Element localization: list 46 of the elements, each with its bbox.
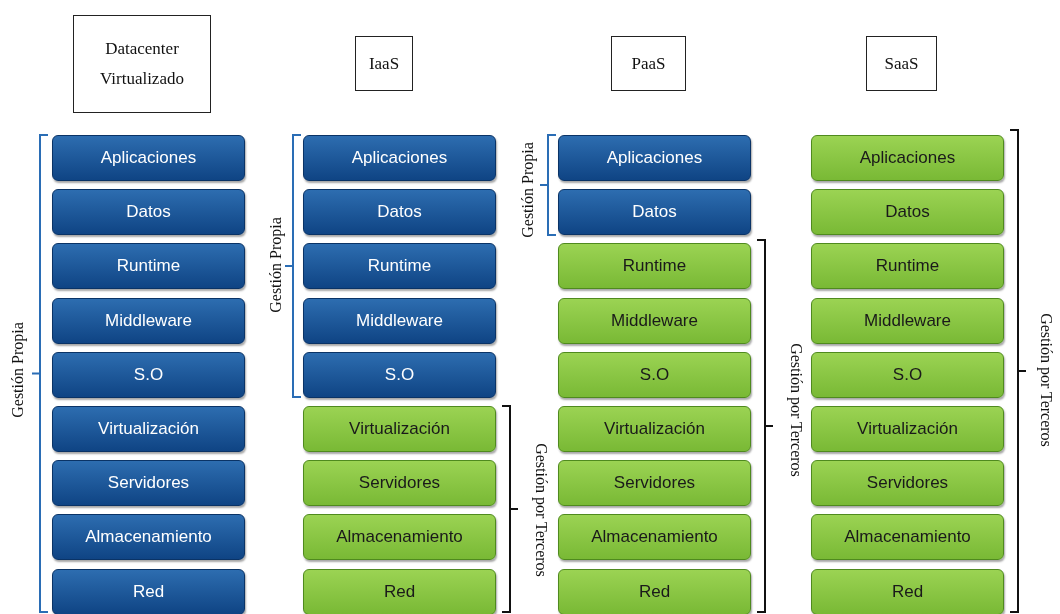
layer-box: Datos xyxy=(558,189,751,235)
header-box: Datacenter Virtualizado xyxy=(73,15,211,113)
layer-box: Red xyxy=(303,569,496,614)
layer-box: Red xyxy=(811,569,1004,614)
layer-box: Virtualización xyxy=(558,406,751,452)
layer-box: Almacenamiento xyxy=(52,514,245,560)
layer-box: Middleware xyxy=(303,298,496,344)
layer-box: Red xyxy=(558,569,751,614)
layer-box: Virtualización xyxy=(52,406,245,452)
side-label: Gestión Propia xyxy=(266,217,285,313)
layer-box: Datos xyxy=(303,189,496,235)
layer-box: Servidores xyxy=(52,460,245,506)
layer-box: Aplicaciones xyxy=(303,135,496,181)
header-box: IaaS xyxy=(355,36,413,91)
layer-box: Aplicaciones xyxy=(52,135,245,181)
side-label: Gestión por Terceros xyxy=(1036,313,1055,447)
side-label: Gestión Propia xyxy=(8,322,27,418)
layer-box: Aplicaciones xyxy=(811,135,1004,181)
layer-box: Almacenamiento xyxy=(303,514,496,560)
layer-box: Runtime xyxy=(811,243,1004,289)
layer-box: Servidores xyxy=(558,460,751,506)
layer-box: Datos xyxy=(811,189,1004,235)
header-box: PaaS xyxy=(611,36,686,91)
layer-box: S.O xyxy=(303,352,496,398)
layer-box: Aplicaciones xyxy=(558,135,751,181)
layer-box: Servidores xyxy=(303,460,496,506)
side-label: Gestión por Terceros xyxy=(531,443,550,577)
layer-box: S.O xyxy=(811,352,1004,398)
layer-box: S.O xyxy=(558,352,751,398)
layer-box: Middleware xyxy=(558,298,751,344)
layer-box: Runtime xyxy=(52,243,245,289)
layer-box: S.O xyxy=(52,352,245,398)
layer-box: Middleware xyxy=(811,298,1004,344)
layer-box: Runtime xyxy=(303,243,496,289)
layer-box: Almacenamiento xyxy=(558,514,751,560)
layer-box: Middleware xyxy=(52,298,245,344)
header-box: SaaS xyxy=(866,36,937,91)
layer-box: Servidores xyxy=(811,460,1004,506)
layer-box: Red xyxy=(52,569,245,614)
side-label: Gestión Propia xyxy=(518,142,537,238)
layer-box: Virtualización xyxy=(303,406,496,452)
layer-box: Runtime xyxy=(558,243,751,289)
side-label: Gestión por Terceros xyxy=(786,343,805,477)
layer-box: Virtualización xyxy=(811,406,1004,452)
layer-box: Almacenamiento xyxy=(811,514,1004,560)
layer-box: Datos xyxy=(52,189,245,235)
